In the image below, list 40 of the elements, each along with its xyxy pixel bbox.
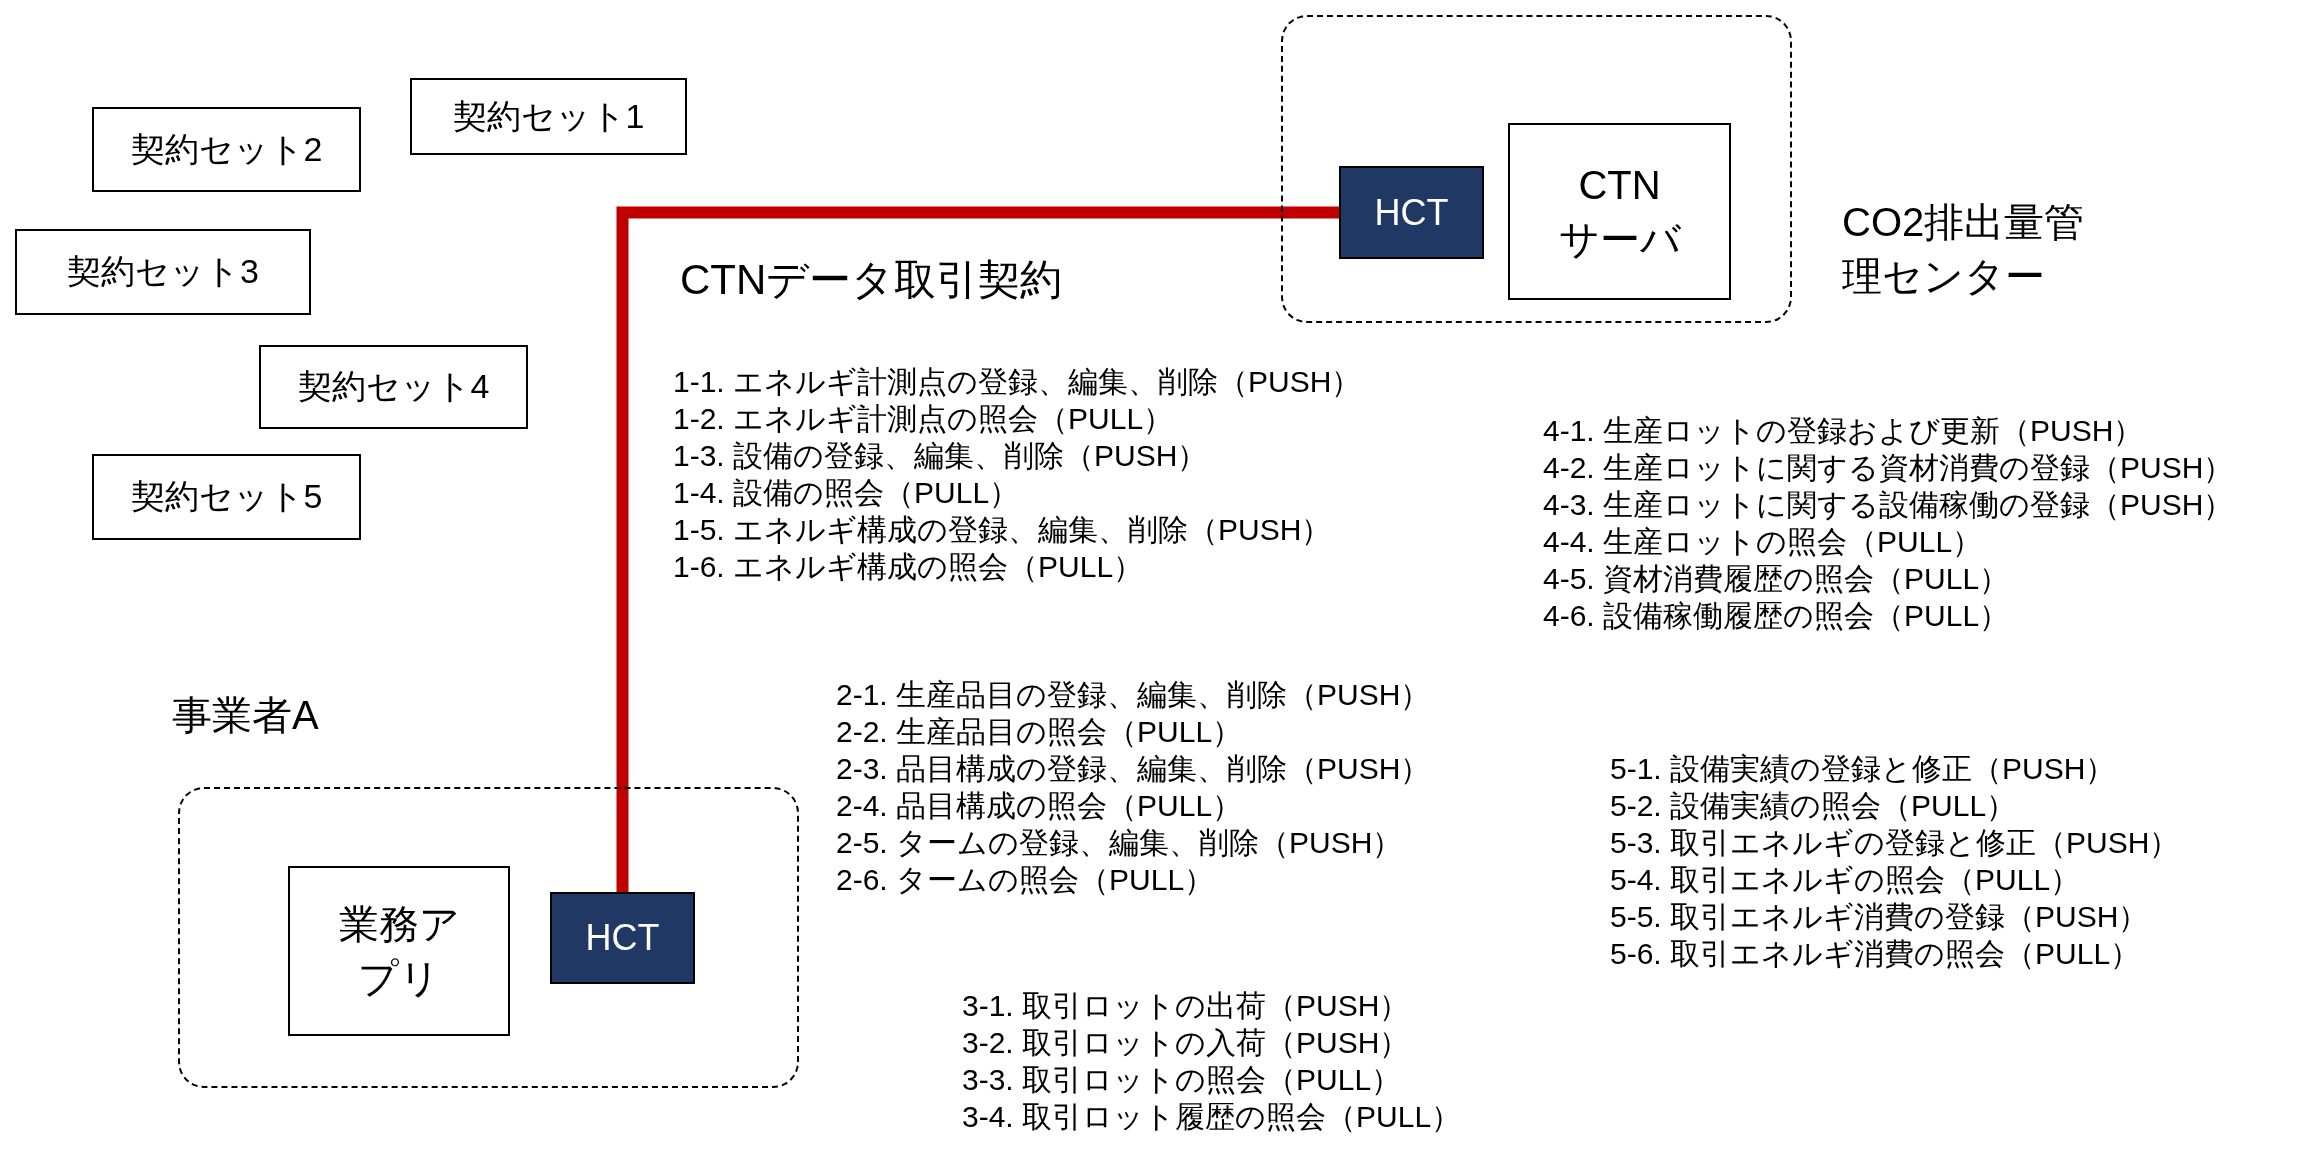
- list-item: 5-1. 設備実績の登録と修正（PUSH）: [1610, 751, 2116, 787]
- list-item: 4-1. 生産ロットの登録および更新（PUSH）: [1543, 413, 2144, 449]
- list-item: 3-3. 取引ロットの照会（PULL）: [962, 1062, 1402, 1098]
- contract-set-box: 契約セット4: [259, 345, 528, 429]
- list-item: 2-5. タームの登録、編集、削除（PUSH）: [836, 825, 1403, 861]
- list-item: 4-2. 生産ロットに関する資材消費の登録（PUSH）: [1543, 450, 2234, 486]
- contract-set-box: 契約セット1: [410, 78, 687, 155]
- list-item: 1-6. エネルギ構成の照会（PULL）: [673, 549, 1144, 585]
- hct-box: HCT: [1339, 166, 1484, 259]
- system-box: CTNサーバ: [1508, 123, 1731, 300]
- contract-set-box: 契約セット3: [15, 229, 311, 315]
- list-item: 5-6. 取引エネルギ消費の照会（PULL）: [1610, 936, 2141, 972]
- list-item: 5-2. 設備実績の照会（PULL）: [1610, 788, 2017, 824]
- list-item: 3-1. 取引ロットの出荷（PUSH）: [962, 988, 1410, 1024]
- contract-set-box: 契約セット2: [92, 107, 361, 192]
- list-item: 1-3. 設備の登録、編集、削除（PUSH）: [673, 438, 1208, 474]
- list-item: 4-6. 設備稼働履歴の照会（PULL）: [1543, 598, 2010, 634]
- list-item: 3-4. 取引ロット履歴の照会（PULL）: [962, 1099, 1462, 1135]
- list-item: 3-2. 取引ロットの入荷（PUSH）: [962, 1025, 1410, 1061]
- list-item: 5-5. 取引エネルギ消費の登録（PUSH）: [1610, 899, 2149, 935]
- list-item: 1-5. エネルギ構成の登録、編集、削除（PUSH）: [673, 512, 1332, 548]
- list-item: 4-3. 生産ロットに関する設備稼働の登録（PUSH）: [1543, 487, 2234, 523]
- connection-line: [616, 206, 1339, 892]
- hct-box: HCT: [550, 892, 695, 984]
- system-box: 業務アプリ: [288, 866, 510, 1036]
- list-item: 5-3. 取引エネルギの登録と修正（PUSH）: [1610, 825, 2180, 861]
- list-item: 2-1. 生産品目の登録、編集、削除（PUSH）: [836, 677, 1431, 713]
- contract-set-box: 契約セット5: [92, 454, 361, 540]
- list-item: 1-2. エネルギ計測点の照会（PULL）: [673, 401, 1174, 437]
- list-item: 2-3. 品目構成の登録、編集、削除（PUSH）: [836, 751, 1431, 787]
- list-item: 5-4. 取引エネルギの照会（PULL）: [1610, 862, 2081, 898]
- list-item: 2-2. 生産品目の照会（PULL）: [836, 714, 1243, 750]
- list-item: 1-4. 設備の照会（PULL）: [673, 475, 1020, 511]
- group-title: CO2排出量管理センター: [1842, 199, 2086, 300]
- list-item: 2-6. タームの照会（PULL）: [836, 862, 1215, 898]
- list-item: 4-5. 資材消費履歴の照会（PULL）: [1543, 561, 2010, 597]
- list-item: 2-4. 品目構成の照会（PULL）: [836, 788, 1243, 824]
- list-item: 1-1. エネルギ計測点の登録、編集、削除（PUSH）: [673, 364, 1362, 400]
- group-title: 事業者A: [172, 692, 320, 739]
- list-item: 4-4. 生産ロットの照会（PULL）: [1543, 524, 1983, 560]
